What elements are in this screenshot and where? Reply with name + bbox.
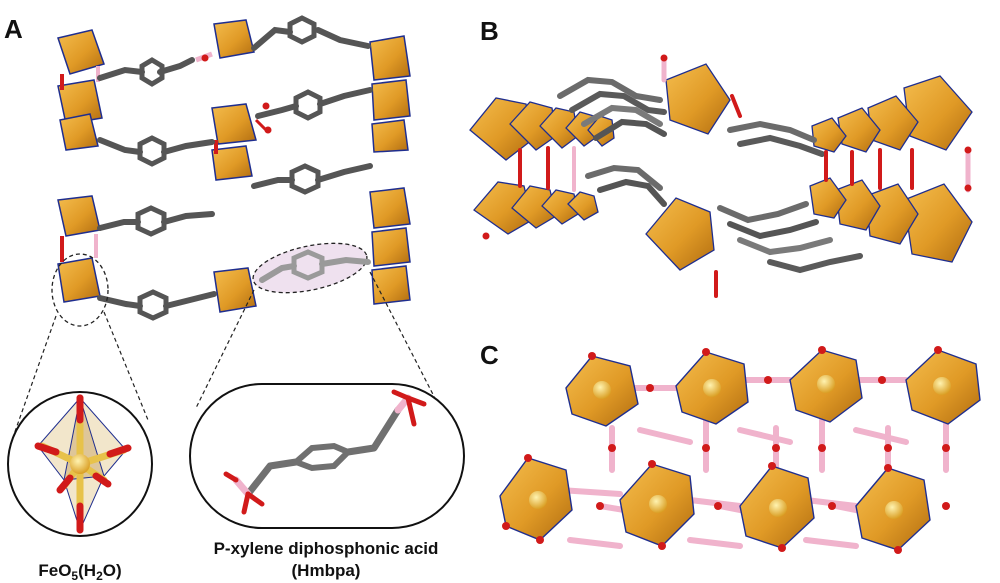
chain-mid-top: [211, 19, 257, 181]
fe-octahedron-caption: FeO5(H2O): [38, 561, 121, 583]
panel-c: C: [480, 340, 981, 554]
fe-highlight: [51, 253, 109, 327]
panel-b: B: [469, 16, 973, 298]
linker-caption-line2: (Hmbpa): [292, 561, 361, 580]
octahedra-center: [645, 63, 731, 271]
octahedra-bottom-row: [499, 457, 931, 551]
octahedra-right-stack: [809, 75, 973, 263]
linkers-top: [97, 15, 373, 195]
octahedra-left-stack: [469, 97, 615, 235]
leader-lines: [11, 271, 441, 441]
linker-bundles-b: [557, 76, 863, 274]
panel-a-letter: A: [4, 14, 23, 44]
chain-right-bottom: [369, 187, 411, 305]
panel-b-letter: B: [480, 16, 499, 46]
linker-caption-line1: P-xylene diphosphonic acid: [214, 539, 439, 558]
chain-mid-bottom: [213, 267, 257, 313]
octahedra-top-row: [565, 349, 981, 427]
fe-centers-bottom: [529, 491, 903, 519]
phosphonate-top: [195, 51, 272, 134]
panel-a: A: [4, 14, 465, 583]
chain-right-top: [369, 35, 411, 153]
chain-left-top: [57, 29, 105, 151]
oxygen-atoms-c: [596, 376, 950, 510]
linker-inset: [189, 383, 465, 529]
fe-octahedron-inset: [7, 391, 153, 537]
layer-bottom: [51, 187, 411, 327]
phosphonate-bonds-b: [482, 54, 972, 298]
fe-centers-top: [593, 375, 951, 399]
apical-oxygens-c: [502, 346, 942, 554]
panel-c-letter: C: [480, 340, 499, 370]
linkers-bottom: [97, 205, 217, 321]
chain-left-bottom: [57, 195, 101, 303]
layer-top: [57, 15, 411, 195]
linker-highlight: [252, 242, 371, 294]
